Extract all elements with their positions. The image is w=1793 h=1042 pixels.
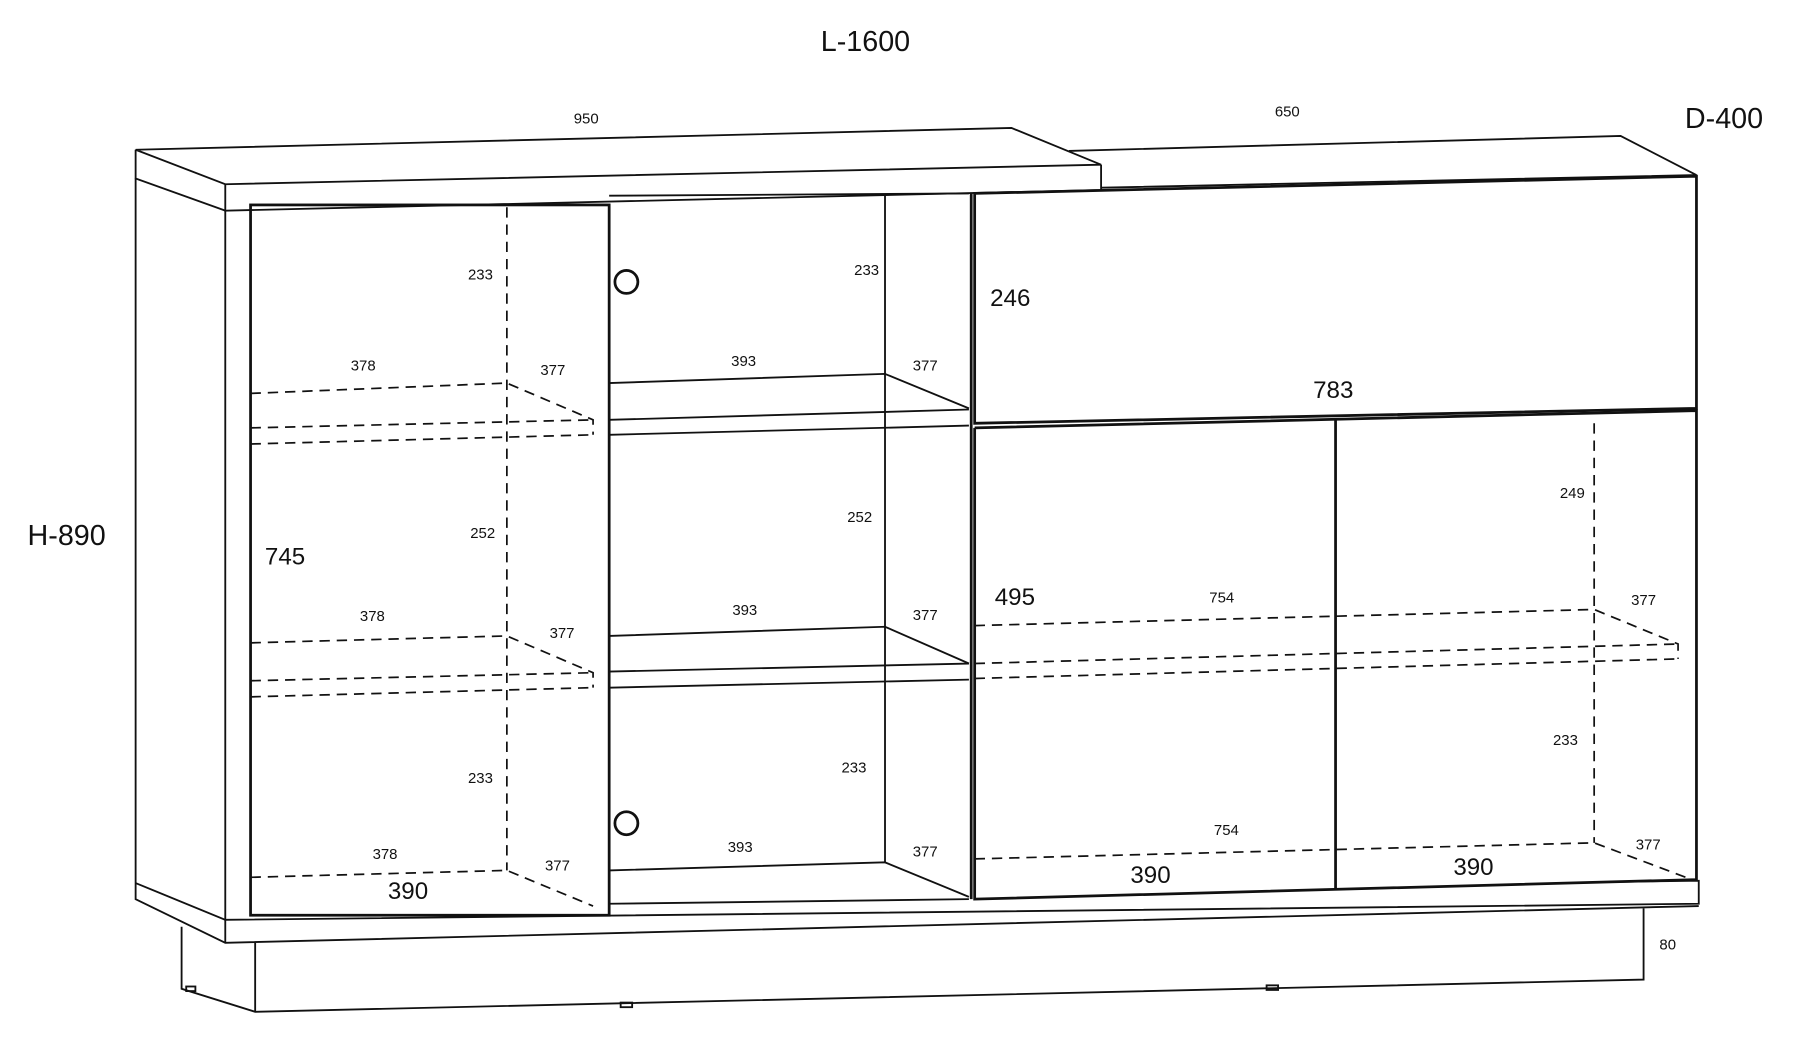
dim-label: 950	[574, 110, 599, 127]
dim-label: 252	[847, 509, 872, 526]
dim-label: 377	[1631, 592, 1656, 609]
dim-label: 378	[351, 357, 376, 374]
dim-label: 378	[360, 608, 385, 625]
dim-label: 233	[468, 770, 493, 787]
dim-label: 393	[732, 602, 757, 619]
dim-label: 246	[990, 285, 1030, 312]
dim-label: 783	[1313, 377, 1353, 404]
top-slab-left	[134, 126, 1103, 212]
dim-label: 495	[995, 584, 1035, 611]
dim-label: 377	[545, 857, 570, 874]
dim-label: 233	[854, 262, 879, 279]
dim-label: 754	[1209, 590, 1234, 607]
dim-label: 233	[1553, 732, 1578, 749]
dim-label: 378	[373, 846, 398, 863]
dim-label: 252	[470, 525, 495, 542]
top-slab-right	[1068, 135, 1697, 189]
dim-label: 377	[550, 625, 575, 642]
dim-label: 377	[913, 844, 938, 861]
dim-label: 377	[913, 357, 938, 374]
dim-label: 390	[388, 878, 428, 905]
length-label: L-1600	[821, 26, 910, 58]
dim-label: 80	[1659, 937, 1676, 954]
carcass	[134, 174, 1700, 1013]
dim-label: 377	[540, 362, 565, 379]
dim-label: 745	[265, 544, 305, 571]
hidden-lines	[250, 207, 1693, 907]
handle-icon	[613, 269, 640, 295]
right-doors	[973, 409, 1698, 901]
dim-label: 754	[1214, 822, 1239, 839]
dim-label: 650	[1275, 103, 1300, 120]
depth-label: D-400	[1685, 103, 1763, 135]
handle-icon	[613, 810, 640, 837]
dim-label: 377	[913, 607, 938, 624]
height-label: H-890	[28, 520, 106, 552]
left-door	[249, 203, 611, 917]
dim-label: 390	[1453, 854, 1493, 881]
dim-label: 390	[1130, 862, 1170, 889]
dim-label: 233	[842, 760, 867, 777]
dim-label: 249	[1560, 485, 1585, 502]
dim-label: 393	[728, 839, 753, 856]
drawer-front	[973, 174, 1698, 425]
dim-label: 377	[1636, 837, 1661, 854]
dim-label: 233	[468, 267, 493, 284]
dim-label: 393	[731, 353, 756, 370]
